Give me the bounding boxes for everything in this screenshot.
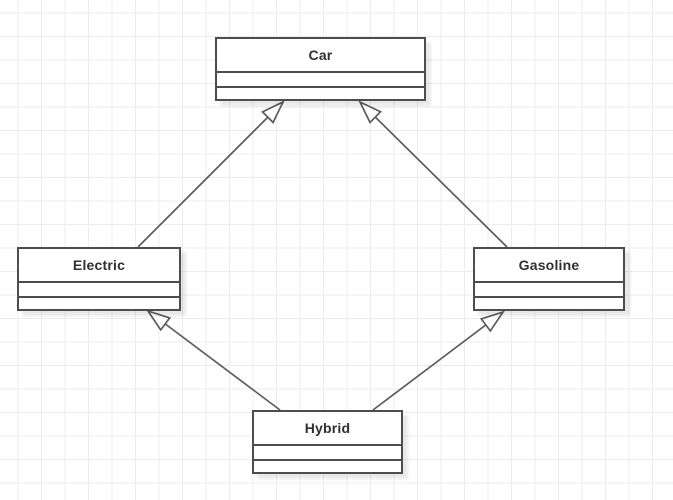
uml-class-car[interactable]: Car xyxy=(215,37,426,101)
uml-class-hybrid-attributes-compartment xyxy=(254,444,401,459)
uml-class-hybrid-title: Hybrid xyxy=(304,420,351,436)
edge-hybrid-to-electric-generalization-arrow[interactable] xyxy=(148,311,281,411)
uml-class-car-attributes-compartment xyxy=(217,71,424,86)
edge-hybrid-to-gasoline-generalization-arrow[interactable] xyxy=(372,312,503,411)
uml-class-car-operations-compartment xyxy=(217,86,424,99)
uml-class-gasoline-title: Gasoline xyxy=(518,257,580,273)
uml-class-hybrid-operations-compartment xyxy=(254,459,401,472)
uml-class-electric-operations-compartment xyxy=(19,296,179,309)
uml-class-gasoline[interactable]: Gasoline xyxy=(473,247,625,311)
edge-gasoline-to-car-generalization-arrow[interactable] xyxy=(360,102,508,248)
edge-electric-to-car-generalization-arrow[interactable] xyxy=(137,102,283,248)
uml-class-gasoline-attributes-compartment xyxy=(475,281,623,296)
uml-class-hybrid[interactable]: Hybrid xyxy=(252,410,403,474)
uml-class-car-title: Car xyxy=(308,47,333,63)
uml-class-electric[interactable]: Electric xyxy=(17,247,181,311)
uml-class-electric-title: Electric xyxy=(72,257,126,273)
uml-class-electric-attributes-compartment xyxy=(19,281,179,296)
uml-class-gasoline-operations-compartment xyxy=(475,296,623,309)
